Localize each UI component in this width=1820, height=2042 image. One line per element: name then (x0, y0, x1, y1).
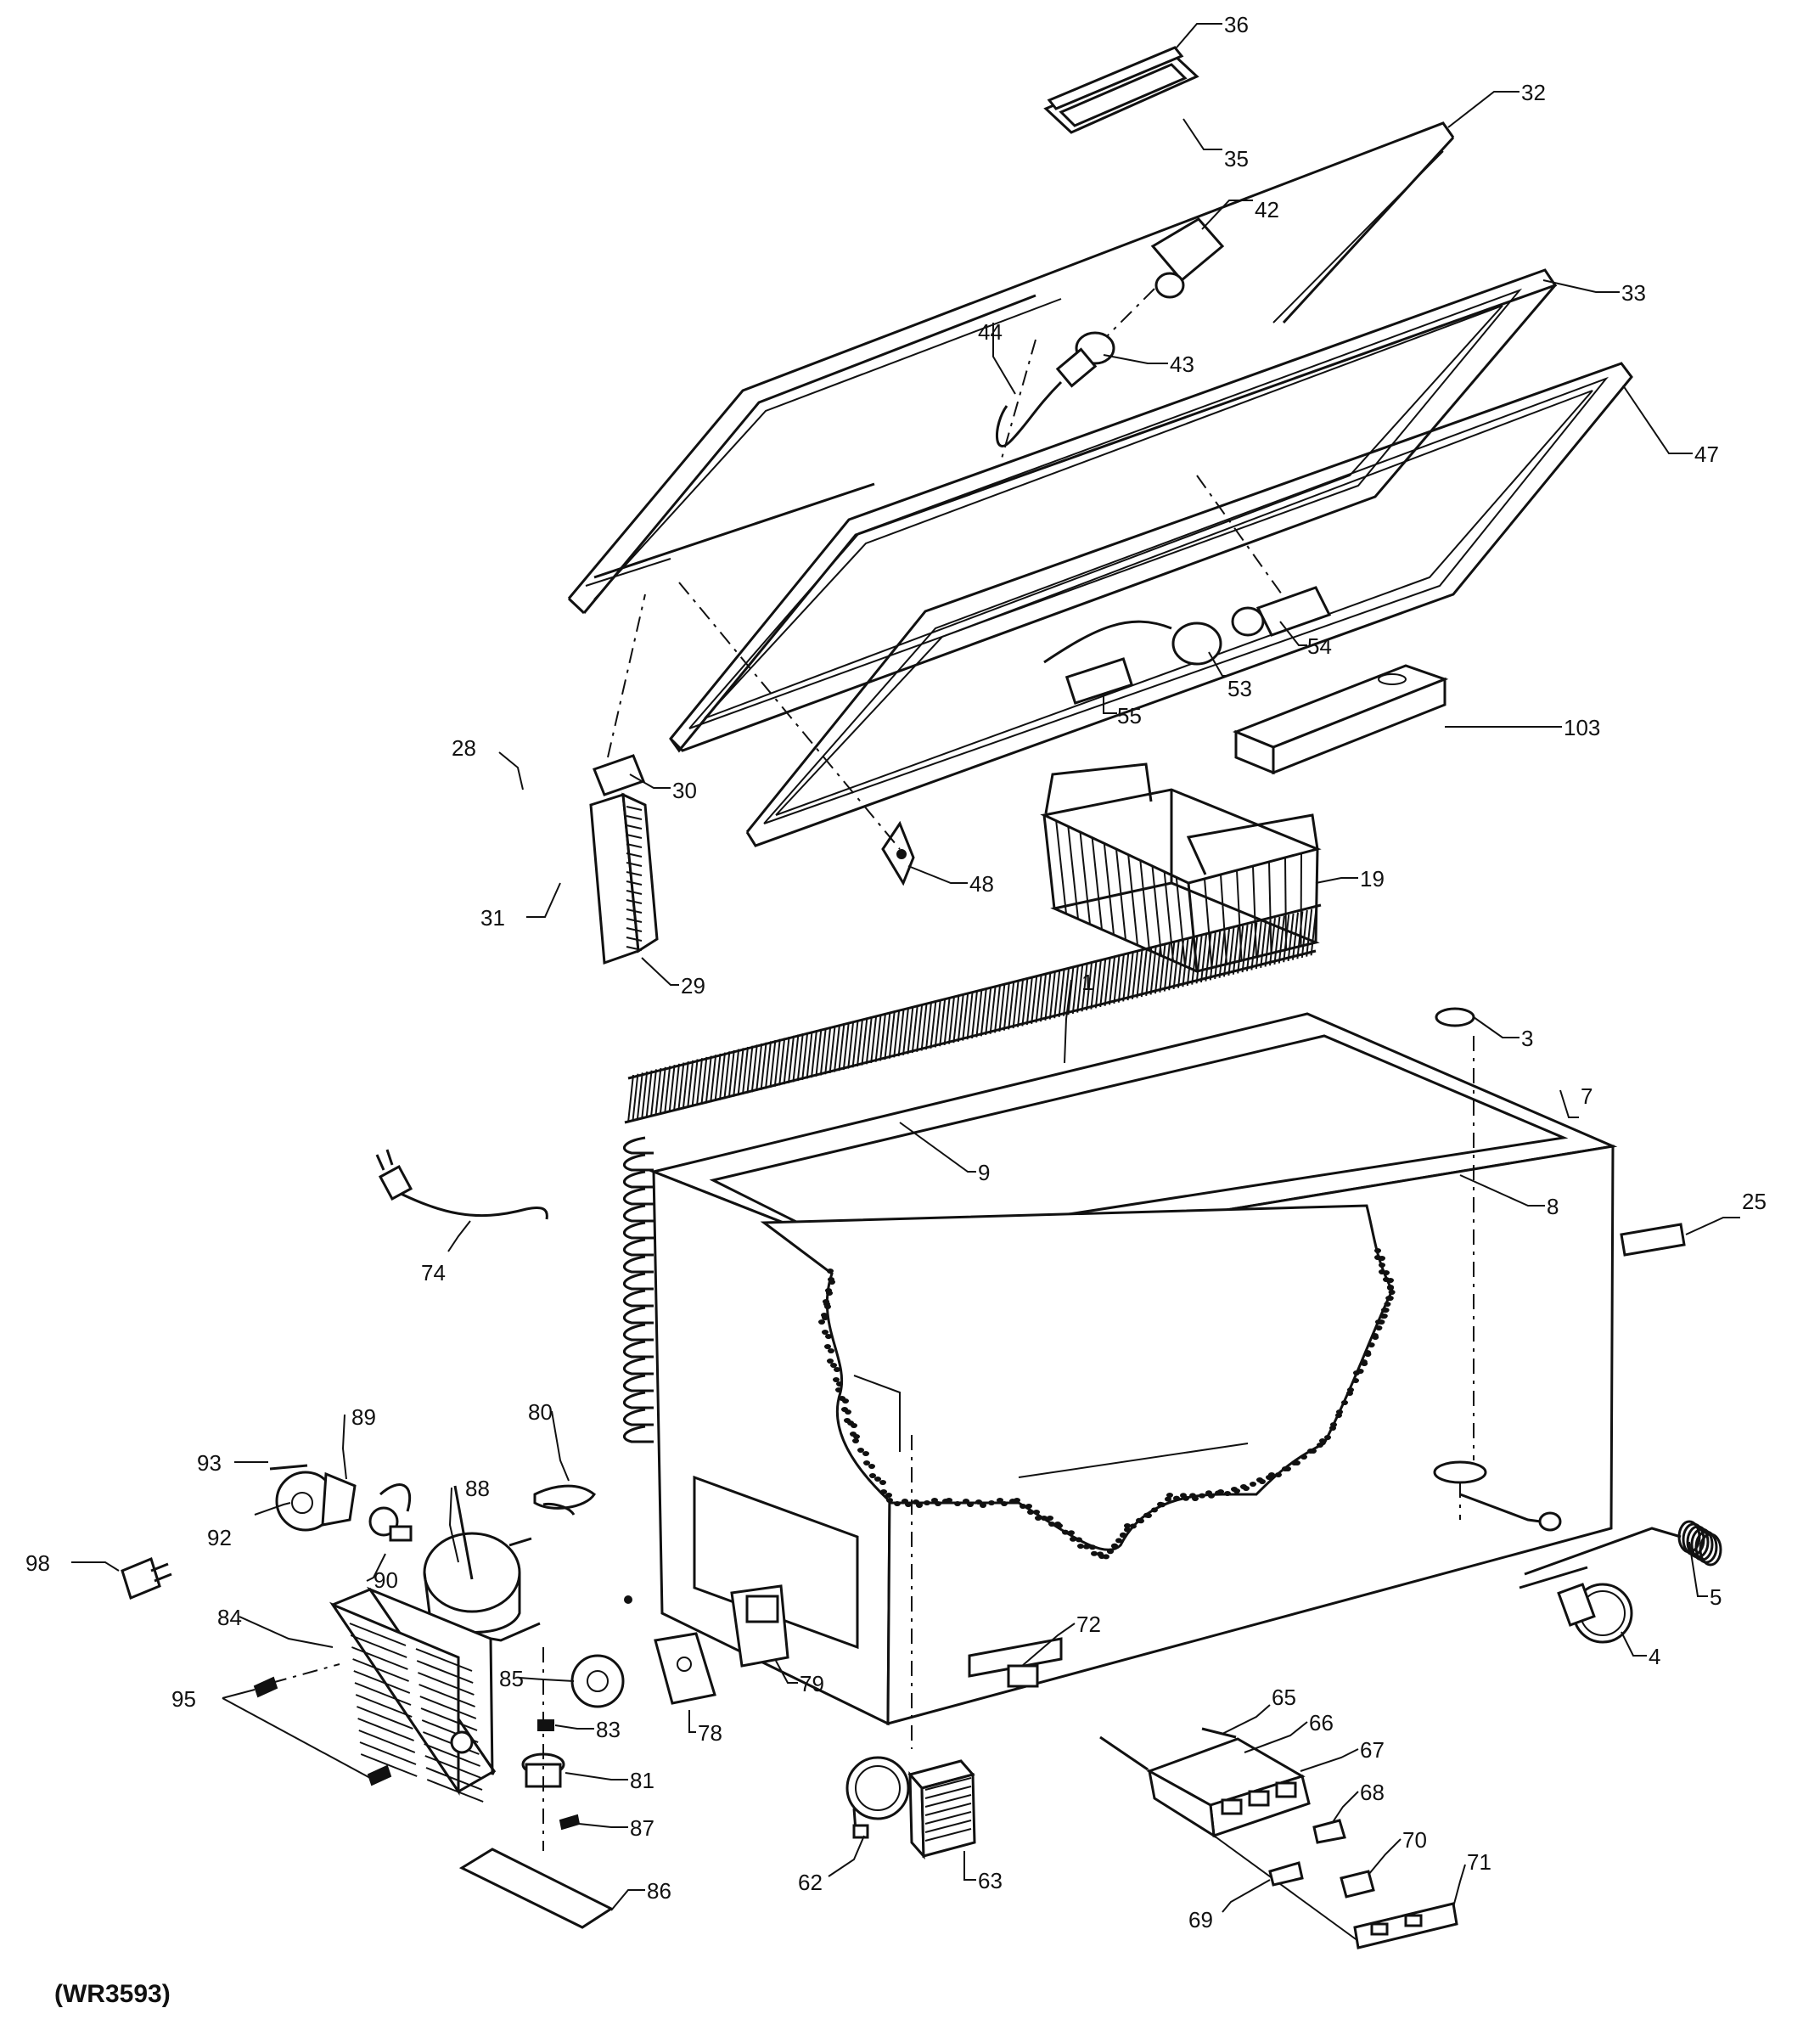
catalog-code: (WR3593) (54, 1980, 171, 2008)
callout-69: 69 (1188, 1907, 1213, 1932)
callout-89: 89 (351, 1404, 376, 1430)
callout-48: 48 (969, 871, 994, 897)
thermostat-assembly (1519, 1520, 1722, 1644)
wire-clip (533, 1484, 596, 1516)
callout-70: 70 (1402, 1827, 1427, 1853)
callout-33: 33 (1621, 280, 1646, 306)
power-cord (375, 1149, 548, 1220)
callout-71: 71 (1467, 1849, 1491, 1875)
callout-88: 88 (465, 1476, 490, 1501)
screw-pair (253, 1663, 392, 1786)
callout-29: 29 (681, 973, 705, 998)
lid-gasket (745, 362, 1633, 847)
wire-connector (368, 1483, 413, 1542)
machine-compartment-grille (329, 1586, 497, 1803)
callout-4: 4 (1649, 1644, 1660, 1669)
alignment-lines (678, 339, 1036, 850)
transformer-box (907, 1435, 976, 1860)
callout-103: 103 (1564, 715, 1600, 740)
callout-79: 79 (800, 1671, 824, 1696)
callout-63: 63 (978, 1868, 1003, 1893)
leader-lines (71, 23, 1740, 1913)
callout-55: 55 (1117, 703, 1142, 728)
callout-65: 65 (1272, 1685, 1296, 1710)
callout-43: 43 (1170, 352, 1194, 377)
callout-32: 32 (1521, 80, 1546, 105)
callout-90: 90 (374, 1567, 398, 1593)
callout-66: 66 (1309, 1710, 1334, 1735)
callout-19: 19 (1360, 866, 1385, 892)
callout-80: 80 (528, 1399, 553, 1425)
light-assembly (996, 217, 1225, 447)
callout-68: 68 (1360, 1780, 1385, 1805)
callout-98: 98 (25, 1550, 50, 1576)
callout-81: 81 (630, 1768, 654, 1793)
callout-42: 42 (1255, 197, 1279, 222)
callout-47: 47 (1694, 442, 1719, 467)
callout-8: 8 (1547, 1194, 1559, 1219)
callout-28: 28 (452, 735, 476, 761)
callout-86: 86 (647, 1878, 671, 1904)
compressor-mounts (458, 1647, 625, 1929)
start-relay (624, 1584, 789, 1705)
callout-62: 62 (798, 1870, 823, 1895)
interior-light-assembly (1043, 475, 1332, 705)
condenser-coil (622, 903, 1322, 1443)
lid-handle-part (1043, 46, 1199, 134)
callout-31: 31 (480, 905, 505, 931)
callout-44: 44 (978, 319, 1003, 345)
callout-78: 78 (698, 1720, 722, 1746)
lid-hinge (589, 593, 659, 965)
callout-3: 3 (1521, 1026, 1533, 1051)
callout-74: 74 (421, 1260, 446, 1285)
callout-93: 93 (197, 1450, 222, 1476)
callout-5: 5 (1710, 1584, 1722, 1610)
callout-53: 53 (1227, 676, 1252, 701)
callout-72: 72 (1076, 1612, 1101, 1637)
lid-liner-frame (669, 268, 1558, 753)
callout-25: 25 (1742, 1189, 1767, 1214)
callout-85: 85 (499, 1666, 524, 1691)
callout-30: 30 (672, 778, 697, 803)
terminal-plug (121, 1556, 172, 1600)
callout-1: 1 (1081, 970, 1093, 995)
callout-35: 35 (1224, 146, 1249, 172)
callout-83: 83 (596, 1717, 621, 1742)
light-shield-part (1232, 664, 1449, 775)
callout-84: 84 (217, 1605, 242, 1630)
callout-67: 67 (1360, 1737, 1385, 1763)
callout-7: 7 (1581, 1083, 1592, 1109)
callout-labels: 36 32 35 42 33 44 43 47 54 53 55 103 28 … (25, 12, 1767, 1932)
capacitor (845, 1756, 910, 1839)
callout-36: 36 (1224, 12, 1249, 37)
lid-outer-frame (567, 121, 1455, 615)
callout-92: 92 (207, 1525, 232, 1550)
callout-54: 54 (1307, 633, 1332, 659)
lid-latch-part (881, 820, 915, 886)
freezer-cabinet (649, 1007, 1686, 1726)
callout-9: 9 (978, 1160, 990, 1185)
relay-overload (269, 1464, 357, 1532)
callout-95: 95 (171, 1686, 196, 1712)
callout-87: 87 (630, 1815, 654, 1841)
control-housing (1099, 1727, 1458, 1949)
